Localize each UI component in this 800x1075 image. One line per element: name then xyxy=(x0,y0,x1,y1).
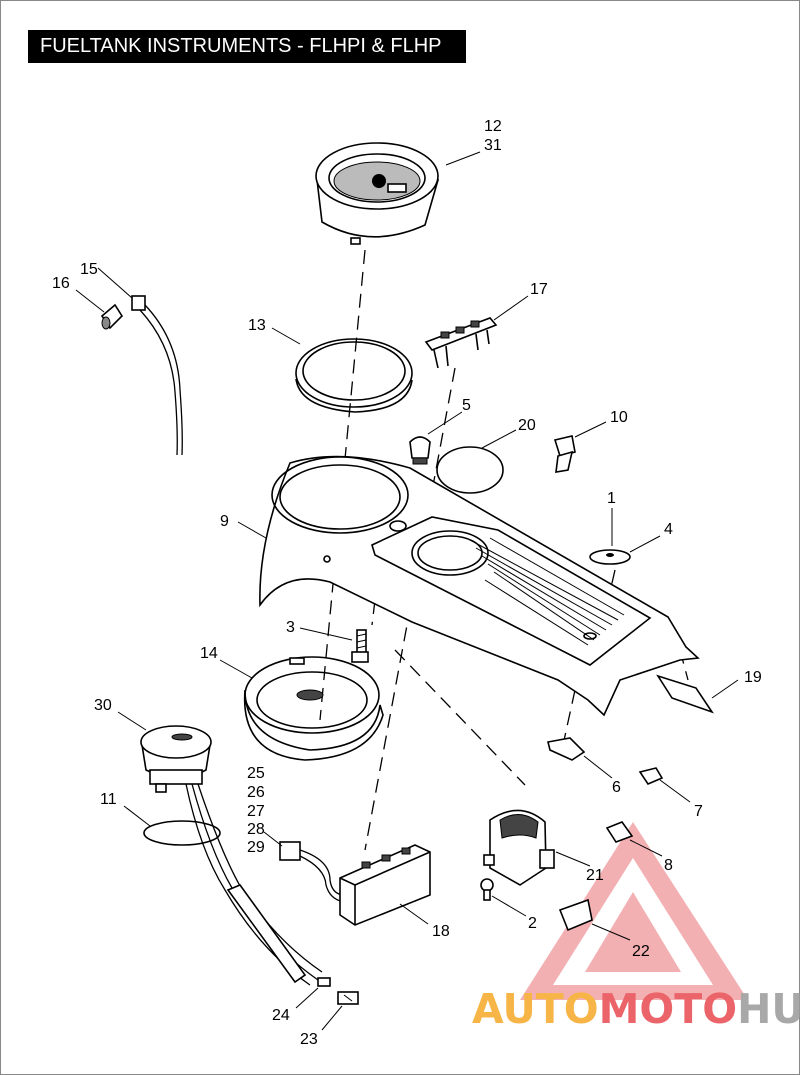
callout-6: 6 xyxy=(612,779,621,796)
bracket-19 xyxy=(656,674,714,714)
svg-text:AUTOMOTOHUB: AUTOMOTOHUB xyxy=(472,985,800,1033)
watermark-text-auto: AUTO xyxy=(472,985,599,1033)
gauge-gasket-ring xyxy=(295,338,413,413)
callout-8: 8 xyxy=(664,857,673,874)
instrument-console xyxy=(259,455,700,717)
console-grille-lines xyxy=(469,537,625,646)
clip-8 xyxy=(605,821,634,843)
callout-19: 19 xyxy=(744,669,762,686)
callout-30: 30 xyxy=(94,697,112,714)
callout-1: 1 xyxy=(607,490,616,507)
indicator-lamp xyxy=(409,436,431,465)
speedometer-gauge xyxy=(315,142,440,245)
page-title: FUELTANK INSTRUMENTS - FLHPI & FLHP xyxy=(28,30,466,63)
cap-and-washer xyxy=(589,549,631,565)
callout-17: 17 xyxy=(530,281,548,298)
callout-2: 2 xyxy=(528,915,537,932)
callout-3: 3 xyxy=(286,619,295,636)
callout-16: 16 xyxy=(52,275,70,292)
callout-12: 12 xyxy=(484,118,502,135)
callout-26: 26 xyxy=(247,784,265,801)
sensor-with-wire xyxy=(100,295,183,456)
callout-5: 5 xyxy=(462,397,471,414)
callout-labels: 12 31 15 16 17 13 5 20 10 1 4 9 3 14 19 … xyxy=(52,118,762,1048)
relay-module xyxy=(483,809,555,886)
callout-31: 31 xyxy=(484,137,502,154)
callout-11: 11 xyxy=(100,791,117,808)
callout-24: 24 xyxy=(272,1007,290,1024)
callout-13: 13 xyxy=(248,317,266,334)
wiring-harness xyxy=(143,783,323,986)
callout-22: 22 xyxy=(632,943,650,960)
callout-25: 25 xyxy=(247,765,265,782)
o-ring-seal xyxy=(436,446,504,494)
callout-7: 7 xyxy=(694,803,703,820)
relay-screw xyxy=(480,878,494,901)
watermark-text-hub: HUB xyxy=(737,985,800,1033)
callout-10: 10 xyxy=(610,409,628,426)
callout-9: 9 xyxy=(220,513,229,530)
callout-leaders xyxy=(75,151,739,1031)
clip-7 xyxy=(638,767,664,785)
bracket-22 xyxy=(558,898,593,932)
watermark-logo: AUTOMOTOHUB xyxy=(472,822,800,1033)
round-auxiliary-gauge xyxy=(140,725,212,793)
callout-20: 20 xyxy=(518,417,536,434)
harness-connector xyxy=(317,977,359,1005)
control-module xyxy=(279,841,431,926)
watermark-triangle-core xyxy=(585,892,681,972)
callout-15: 15 xyxy=(80,261,98,278)
clip-6 xyxy=(547,737,586,761)
mounting-screw xyxy=(351,629,369,663)
callout-27: 27 xyxy=(247,803,265,820)
callout-23: 23 xyxy=(300,1031,318,1048)
gauge-mounting-bracket xyxy=(243,656,384,761)
switch-housing xyxy=(424,317,498,369)
watermark-text-moto: MOTO xyxy=(599,985,737,1033)
callout-29: 29 xyxy=(247,839,265,856)
callout-14: 14 xyxy=(200,645,218,662)
callout-21: 21 xyxy=(586,867,604,884)
callout-18: 18 xyxy=(432,923,450,940)
callout-4: 4 xyxy=(664,521,673,538)
callout-28: 28 xyxy=(247,821,265,838)
ignition-key xyxy=(553,435,576,473)
